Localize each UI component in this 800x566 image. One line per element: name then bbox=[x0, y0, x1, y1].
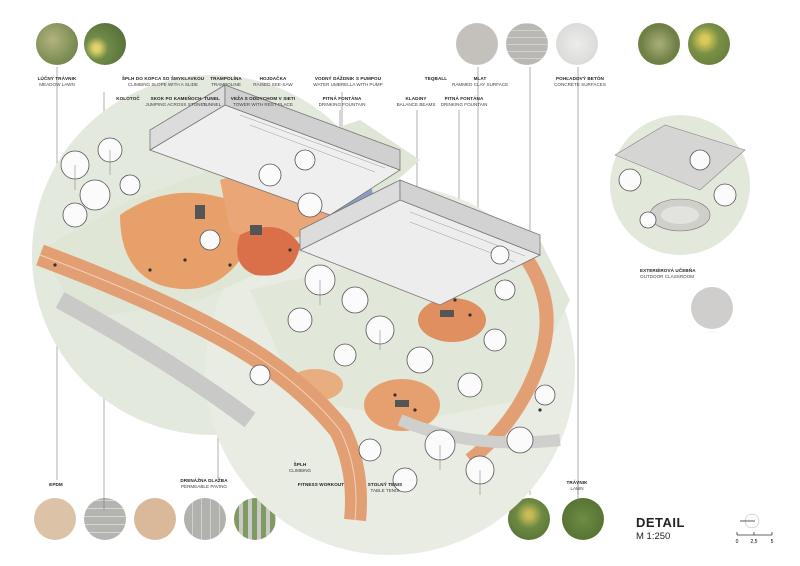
label-epdm: EPDM bbox=[49, 482, 63, 487]
drawing-scale: M 1:250 bbox=[636, 531, 671, 542]
trees bbox=[60, 137, 556, 493]
scale-tick-0: 0 bbox=[736, 539, 739, 545]
swatch-paving-1 bbox=[84, 498, 126, 540]
swatch-paving-2 bbox=[184, 498, 226, 540]
swatch-concrete bbox=[556, 23, 598, 65]
label-carousel: KOLOTOČ bbox=[116, 96, 140, 101]
swatch-classroom bbox=[691, 287, 733, 329]
swatch-meadow-4 bbox=[688, 23, 730, 65]
swatch-epdm-2 bbox=[134, 498, 176, 540]
swatch-rammed-clay-2 bbox=[506, 23, 548, 65]
swatch-meadow-lawn-1 bbox=[36, 23, 78, 65]
swatch-meadow-3 bbox=[638, 23, 680, 65]
scale-tick-2-5: 2,5 bbox=[751, 539, 758, 545]
swatch-meadow-lawn-2 bbox=[84, 23, 126, 65]
scale-tick-5: 5 bbox=[771, 539, 774, 545]
drawing-title: DETAIL bbox=[636, 515, 685, 530]
label-teqball: TEQBALL bbox=[424, 76, 448, 81]
swatch-epdm bbox=[34, 498, 76, 540]
scale-bar bbox=[736, 513, 773, 536]
swatch-rammed-clay-1 bbox=[456, 23, 498, 65]
swatch-lawn-2 bbox=[562, 498, 604, 540]
label-fitness: FITNESS WORKOUT bbox=[297, 482, 345, 487]
